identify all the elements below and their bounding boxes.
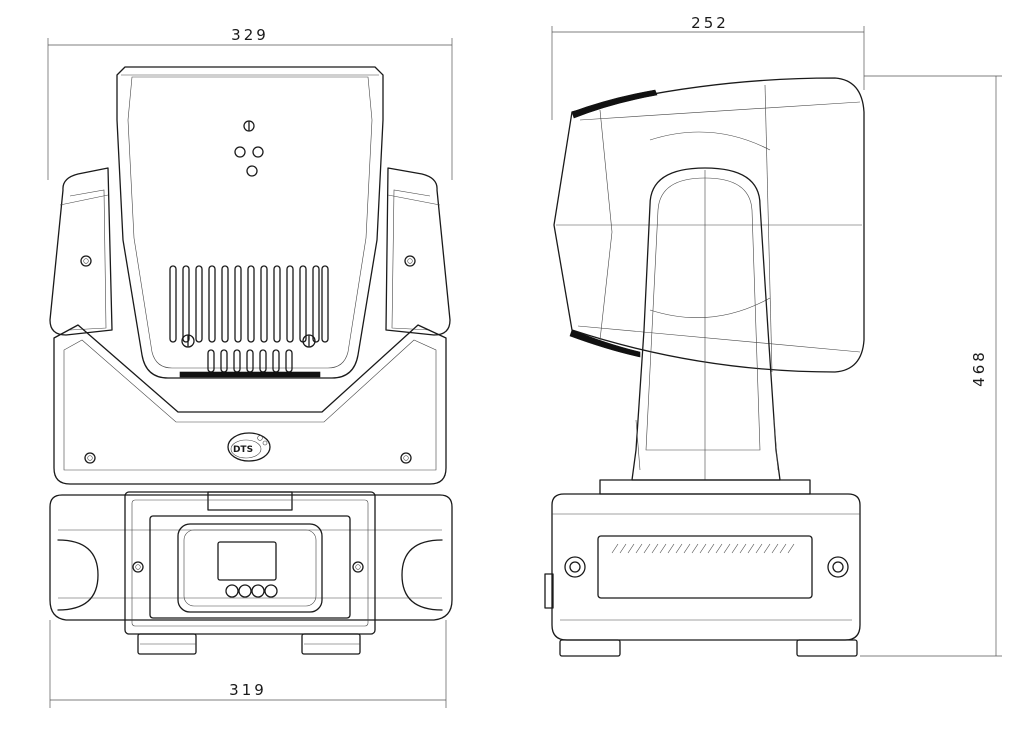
left-arm xyxy=(49,167,113,336)
arm-side xyxy=(631,167,781,481)
front-view: 329 xyxy=(47,26,453,708)
yoke-front: DTS xyxy=(53,324,447,485)
dimension-side-depth: 252 xyxy=(551,14,865,120)
dimension-top-width: 329 xyxy=(47,26,453,180)
base-side xyxy=(544,479,861,657)
dimension-label-319: 319 xyxy=(229,681,267,699)
base-side-vents xyxy=(611,543,795,554)
dimension-bottom-width: 319 xyxy=(49,620,447,708)
head-front xyxy=(116,66,384,379)
dimension-label-329: 329 xyxy=(231,26,269,44)
dimension-height: 468 xyxy=(860,75,1002,657)
logo-text: DTS xyxy=(233,445,253,455)
dimension-label-468: 468 xyxy=(970,349,988,387)
dimension-label-252: 252 xyxy=(691,14,729,32)
base-front xyxy=(49,491,453,655)
right-arm xyxy=(385,167,451,336)
head-side xyxy=(553,77,865,373)
head-vents xyxy=(169,265,329,373)
dts-logo: DTS xyxy=(227,432,271,462)
side-view: 252 468 xyxy=(544,14,1002,657)
